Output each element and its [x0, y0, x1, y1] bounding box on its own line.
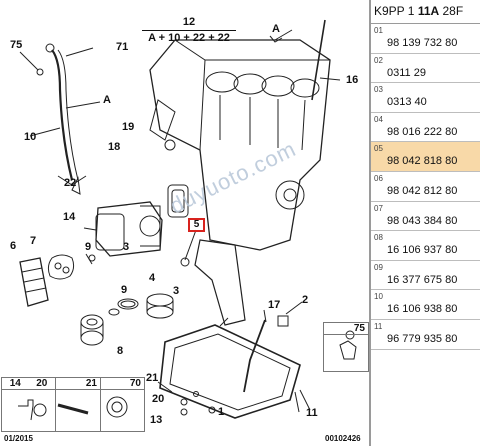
callout-20[interactable]: 20 — [152, 393, 165, 405]
thumbnail-14-label: 14 — [9, 378, 21, 389]
callout-13[interactable]: 13 — [150, 414, 163, 426]
callout-18[interactable]: 18 — [108, 141, 121, 153]
thumbnail-70-label: 70 — [129, 378, 141, 389]
part-row-index: 05 — [374, 144, 383, 154]
part-reference: 16 106 938 80 — [387, 303, 458, 316]
callout-2[interactable]: 2 — [302, 294, 309, 306]
thumbnail-75[interactable]: 75 — [323, 322, 369, 372]
part-reference: 98 042 812 80 — [387, 184, 458, 197]
part-row[interactable]: 04 98 016 222 80 — [371, 113, 480, 143]
callout-22[interactable]: 22 — [64, 177, 77, 189]
thumbnail-75-label: 75 — [324, 323, 368, 335]
thumbnail-14-20[interactable]: 14 20 — [2, 378, 56, 431]
part-reference: 98 139 732 80 — [387, 37, 458, 49]
part-row-index: 02 — [374, 55, 383, 65]
diagram-drawing — [18, 19, 357, 421]
part-row-index: 07 — [374, 203, 383, 213]
parts-rows: 01 98 139 732 80 02 0311 29 03 0313 40 04 98 01… — [371, 24, 480, 350]
part-row-index: 11 — [374, 321, 383, 331]
thumbnail-70[interactable]: 70 — [101, 378, 144, 431]
part-row[interactable]: 02 0311 29 — [371, 54, 480, 84]
part-reference: 16 377 675 80 — [387, 273, 458, 286]
callout-14[interactable]: 14 — [63, 211, 76, 223]
callout-9-top[interactable]: 9 — [85, 241, 92, 253]
thumbnail-21-label: 21 — [85, 378, 97, 389]
part-row[interactable]: 03 0313 40 — [371, 83, 480, 113]
model-bold: 11A — [417, 4, 440, 18]
callout-10[interactable]: 10 — [24, 131, 37, 143]
part-row[interactable]: 07 98 043 384 80 — [371, 202, 480, 232]
callout-8[interactable]: 8 — [117, 345, 124, 357]
callout-4[interactable]: 4 — [149, 272, 156, 284]
callout-a-right[interactable]: A — [272, 23, 280, 35]
part-row-index: 03 — [374, 85, 383, 95]
part-reference: 0311 29 — [387, 66, 426, 79]
model-prefix: K9PP 1 — [374, 4, 418, 18]
callout-71[interactable]: 71 — [116, 41, 129, 53]
callout-21[interactable]: 21 — [146, 372, 159, 384]
thumbnail-20-label: 20 — [36, 378, 48, 389]
thumbnail-strip: 14 20 21 70 — [1, 377, 145, 432]
callout-3-bottom[interactable]: 3 — [173, 285, 180, 297]
part-row[interactable]: 10 16 106 938 80 — [371, 290, 480, 320]
part-row-index: 08 — [374, 233, 383, 243]
part-row[interactable]: 05 98 042 818 80 — [371, 142, 480, 172]
callout-75[interactable]: 75 — [10, 39, 23, 51]
callout-1[interactable]: 1 — [218, 406, 225, 418]
callout-17[interactable]: 17 — [268, 299, 281, 311]
footer-date: 01/2015 — [4, 434, 33, 443]
callout-9-bottom[interactable]: 9 — [121, 284, 128, 296]
part-row[interactable]: 11 96 779 935 80 — [371, 320, 480, 350]
assembly-formula: 12 A + 10 + 22 + 22 — [142, 16, 236, 44]
part-reference: 96 779 935 80 — [387, 332, 458, 345]
part-row-index: 04 — [374, 114, 383, 124]
formula-divider — [142, 30, 236, 31]
callout-3-top[interactable]: 3 — [123, 241, 130, 253]
part-row[interactable]: 06 98 042 812 80 — [371, 172, 480, 202]
part-row-index: 09 — [374, 262, 383, 272]
callout-6[interactable]: 6 — [10, 240, 17, 252]
part-reference: 98 042 818 80 — [387, 155, 458, 168]
part-reference: 98 016 222 80 — [387, 125, 458, 138]
callout-16[interactable]: 16 — [346, 74, 359, 86]
callout-19[interactable]: 19 — [122, 121, 135, 133]
part-row-index: 10 — [374, 292, 383, 302]
callout-7[interactable]: 7 — [30, 235, 37, 247]
exploded-diagram: 12 A + 10 + 22 + 22 75 71 A A 10 22 16 1… — [1, 0, 370, 446]
part-row-index: 06 — [374, 173, 383, 183]
thumbnail-21[interactable]: 21 — [56, 378, 101, 431]
part-row[interactable]: 08 16 106 937 80 — [371, 231, 480, 261]
callout-11[interactable]: 11 — [306, 407, 318, 419]
parts-list-header: K9PP 1 11A 28F — [371, 0, 480, 24]
part-row-index: 01 — [374, 26, 383, 35]
formula-ref: 12 — [182, 16, 196, 28]
part-reference: 98 043 384 80 — [387, 214, 458, 227]
formula-expression: A + 10 + 22 + 22 — [148, 32, 230, 44]
part-reference: 16 106 937 80 — [387, 244, 458, 257]
part-row[interactable]: 01 98 139 732 80 — [371, 24, 480, 54]
highlighted-callout-5[interactable]: 5 — [188, 218, 205, 232]
part-reference: 0313 40 — [387, 96, 427, 109]
part-row[interactable]: 09 16 377 675 80 — [371, 261, 480, 291]
callout-a-left[interactable]: A — [103, 94, 111, 106]
model-suffix: 28F — [439, 4, 464, 18]
footer-code: 00102426 — [325, 434, 361, 443]
